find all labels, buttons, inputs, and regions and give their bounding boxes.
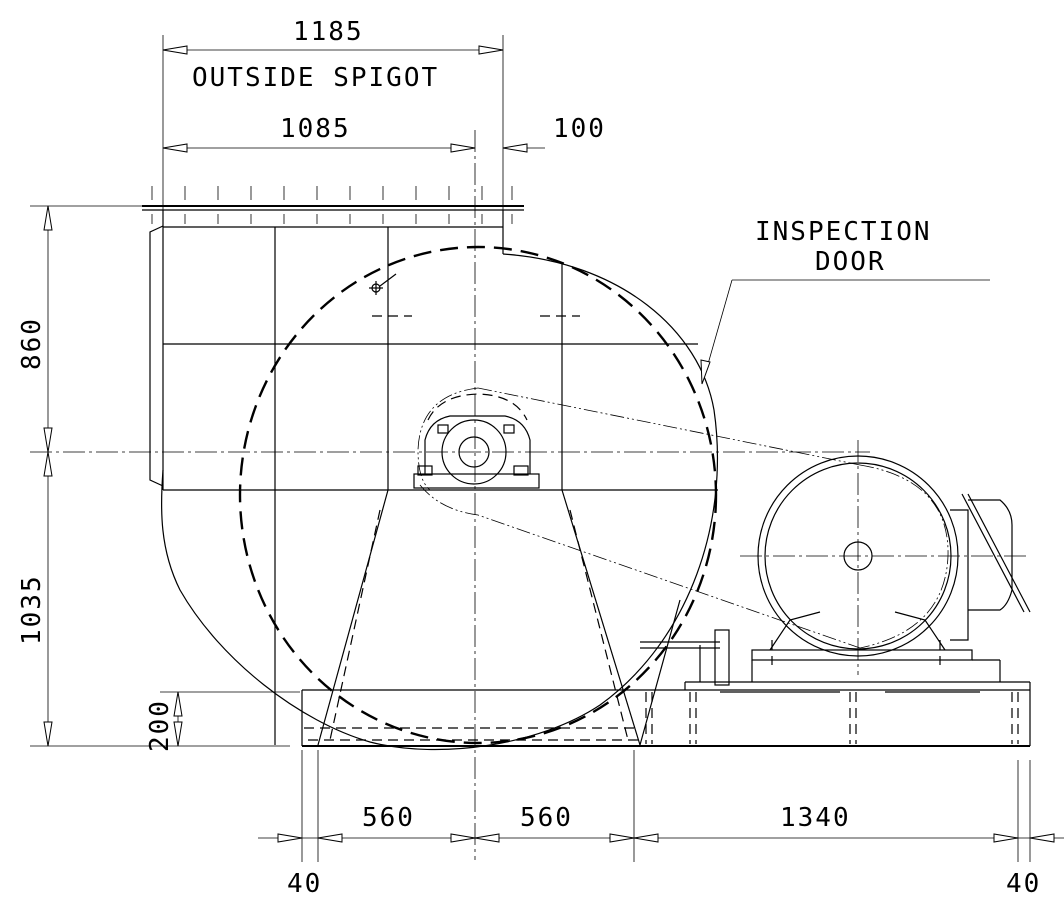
- dim-1185: 1185: [293, 17, 364, 47]
- fan-housing: [142, 186, 719, 751]
- pedestal: [317, 489, 681, 746]
- dim-1340: 1340: [780, 803, 851, 833]
- dim-100: 100: [553, 114, 606, 144]
- dim-40-left: 40: [287, 869, 322, 898]
- dimension-top: [162, 35, 545, 210]
- dim-200: 200: [145, 699, 175, 752]
- inspection-door-label-line2: DOOR: [815, 247, 886, 277]
- motor: [751, 455, 1031, 682]
- center-lines: [30, 130, 1030, 860]
- dimension-left: [30, 205, 300, 747]
- dim-40-right: 40: [1006, 869, 1041, 898]
- belt-guard: [417, 387, 949, 649]
- dim-outside-spigot: OUTSIDE SPIGOT: [192, 63, 439, 93]
- dim-1085: 1085: [280, 114, 351, 144]
- dim-1035: 1035: [17, 574, 47, 645]
- dim-560-left: 560: [362, 803, 415, 833]
- dimension-bottom: [258, 750, 1064, 862]
- dim-560-right: 560: [520, 803, 573, 833]
- base-frame: [301, 629, 1031, 747]
- inspection-door-label-line1: INSPECTION: [755, 217, 932, 247]
- dim-860: 860: [17, 317, 47, 370]
- inspection-door-leader: [700, 279, 990, 385]
